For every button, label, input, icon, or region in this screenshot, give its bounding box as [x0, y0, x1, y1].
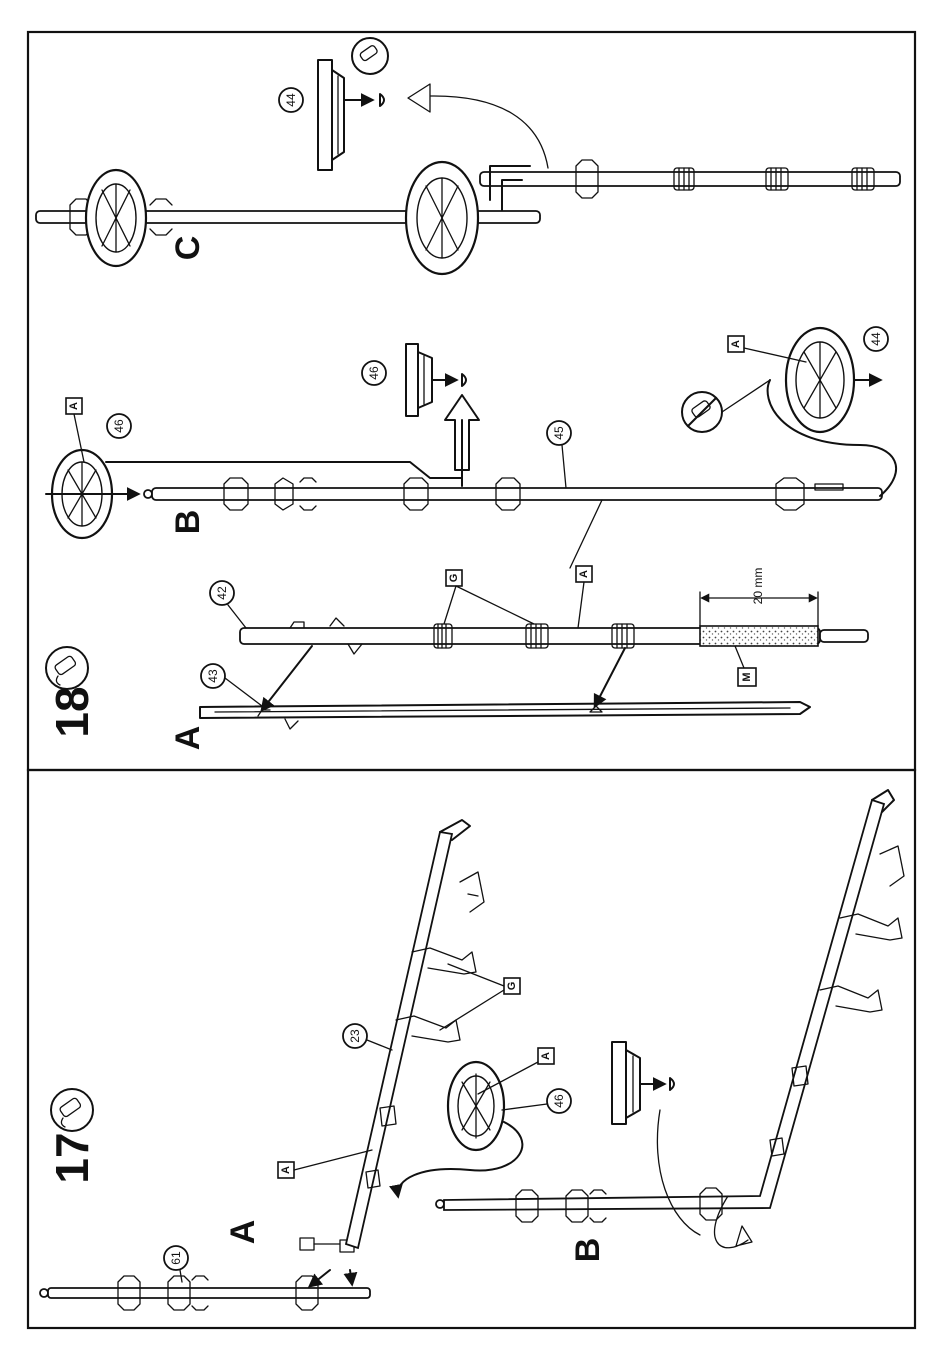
part-44-callout-c: 44 [279, 88, 303, 112]
svg-text:46: 46 [112, 419, 126, 433]
no-glue-icon [682, 392, 722, 432]
step-18: 18 A B C [36, 38, 900, 750]
svg-text:A: A [280, 1166, 292, 1174]
glue-tube-icon-c [352, 38, 388, 74]
svg-text:43: 43 [206, 669, 220, 683]
step-18-view-c-label: C [169, 236, 207, 261]
svg-text:A: A [540, 1052, 552, 1060]
svg-text:23: 23 [348, 1029, 362, 1043]
step-17-view-a-label: A [224, 1220, 262, 1245]
small-pins [300, 1238, 354, 1252]
step-17: 17 A B 61 [40, 790, 904, 1310]
part-43-channel [200, 702, 810, 729]
step-17-view-b-label: B [569, 1238, 607, 1263]
step-18-view-a-label: A [169, 726, 207, 751]
part-46-callout-17: 46 [547, 1089, 571, 1113]
svg-text:A: A [730, 340, 742, 348]
step-17-number: 17 [46, 1132, 98, 1183]
svg-text:46: 46 [552, 1094, 566, 1108]
adhesive-a-flag-17a: A [278, 1162, 294, 1178]
part-45-spar [144, 478, 882, 510]
hub-detail-46 [406, 344, 466, 416]
adhesive-a-flag-17b: A [538, 1048, 554, 1064]
step-18-number: 18 [46, 686, 98, 737]
wheel-44-b [786, 328, 854, 432]
sanding-m-flag: M [738, 668, 756, 686]
dimension-20mm: 20 mm [700, 568, 818, 626]
svg-text:61: 61 [169, 1251, 183, 1265]
svg-text:44: 44 [869, 332, 883, 346]
assembly-arrow-1 [262, 646, 312, 710]
wheel-c-lower [406, 162, 478, 274]
hub-detail-44 [318, 60, 384, 170]
adhesive-a-flag-3: A [728, 336, 744, 352]
part-45-callout: 45 [547, 421, 571, 445]
part-42-callout: 42 [210, 581, 234, 605]
svg-text:45: 45 [552, 426, 566, 440]
dimension-label: 20 mm [751, 568, 765, 605]
svg-text:G: G [506, 982, 518, 991]
part-43-callout: 43 [201, 664, 225, 688]
assembly-arrow-2 [595, 648, 625, 706]
svg-text:G: G [448, 574, 460, 583]
hollow-curved-arrow [408, 84, 548, 168]
glue-g-flag-17: G [504, 978, 520, 994]
svg-text:46: 46 [367, 366, 381, 380]
svg-text:44: 44 [284, 93, 298, 107]
glue-g-flag: G [446, 570, 462, 586]
panel-step-18-frame [28, 32, 915, 770]
part-42-mast-section [240, 618, 868, 654]
panel-step-17-frame [28, 770, 915, 1328]
mast-c-right [480, 160, 900, 198]
wheel-46-17b [448, 1062, 504, 1150]
glue-tube-icon-17 [51, 1089, 93, 1131]
adhesive-a-flag-1: A [576, 566, 592, 582]
part-46-callout-b2: 46 [362, 361, 386, 385]
assembly-17b [436, 790, 904, 1248]
svg-text:M: M [741, 672, 753, 681]
part-61-rod [40, 1276, 370, 1310]
sanding-zone [700, 626, 818, 646]
adhesive-a-flag-2: A [66, 398, 82, 414]
part-44-callout-b: 44 [864, 327, 888, 351]
step-18-view-b-label: B [169, 510, 207, 535]
hub-detail-46-17 [612, 1042, 674, 1124]
svg-text:A: A [578, 570, 590, 578]
svg-text:42: 42 [215, 586, 229, 600]
svg-text:A: A [68, 402, 80, 410]
part-46-callout-b1: 46 [107, 414, 131, 438]
glue-tube-icon [46, 647, 88, 689]
wheel-c-upper [86, 170, 146, 266]
part-61-callout: 61 [164, 1246, 188, 1270]
part-23-callout: 23 [343, 1024, 367, 1048]
